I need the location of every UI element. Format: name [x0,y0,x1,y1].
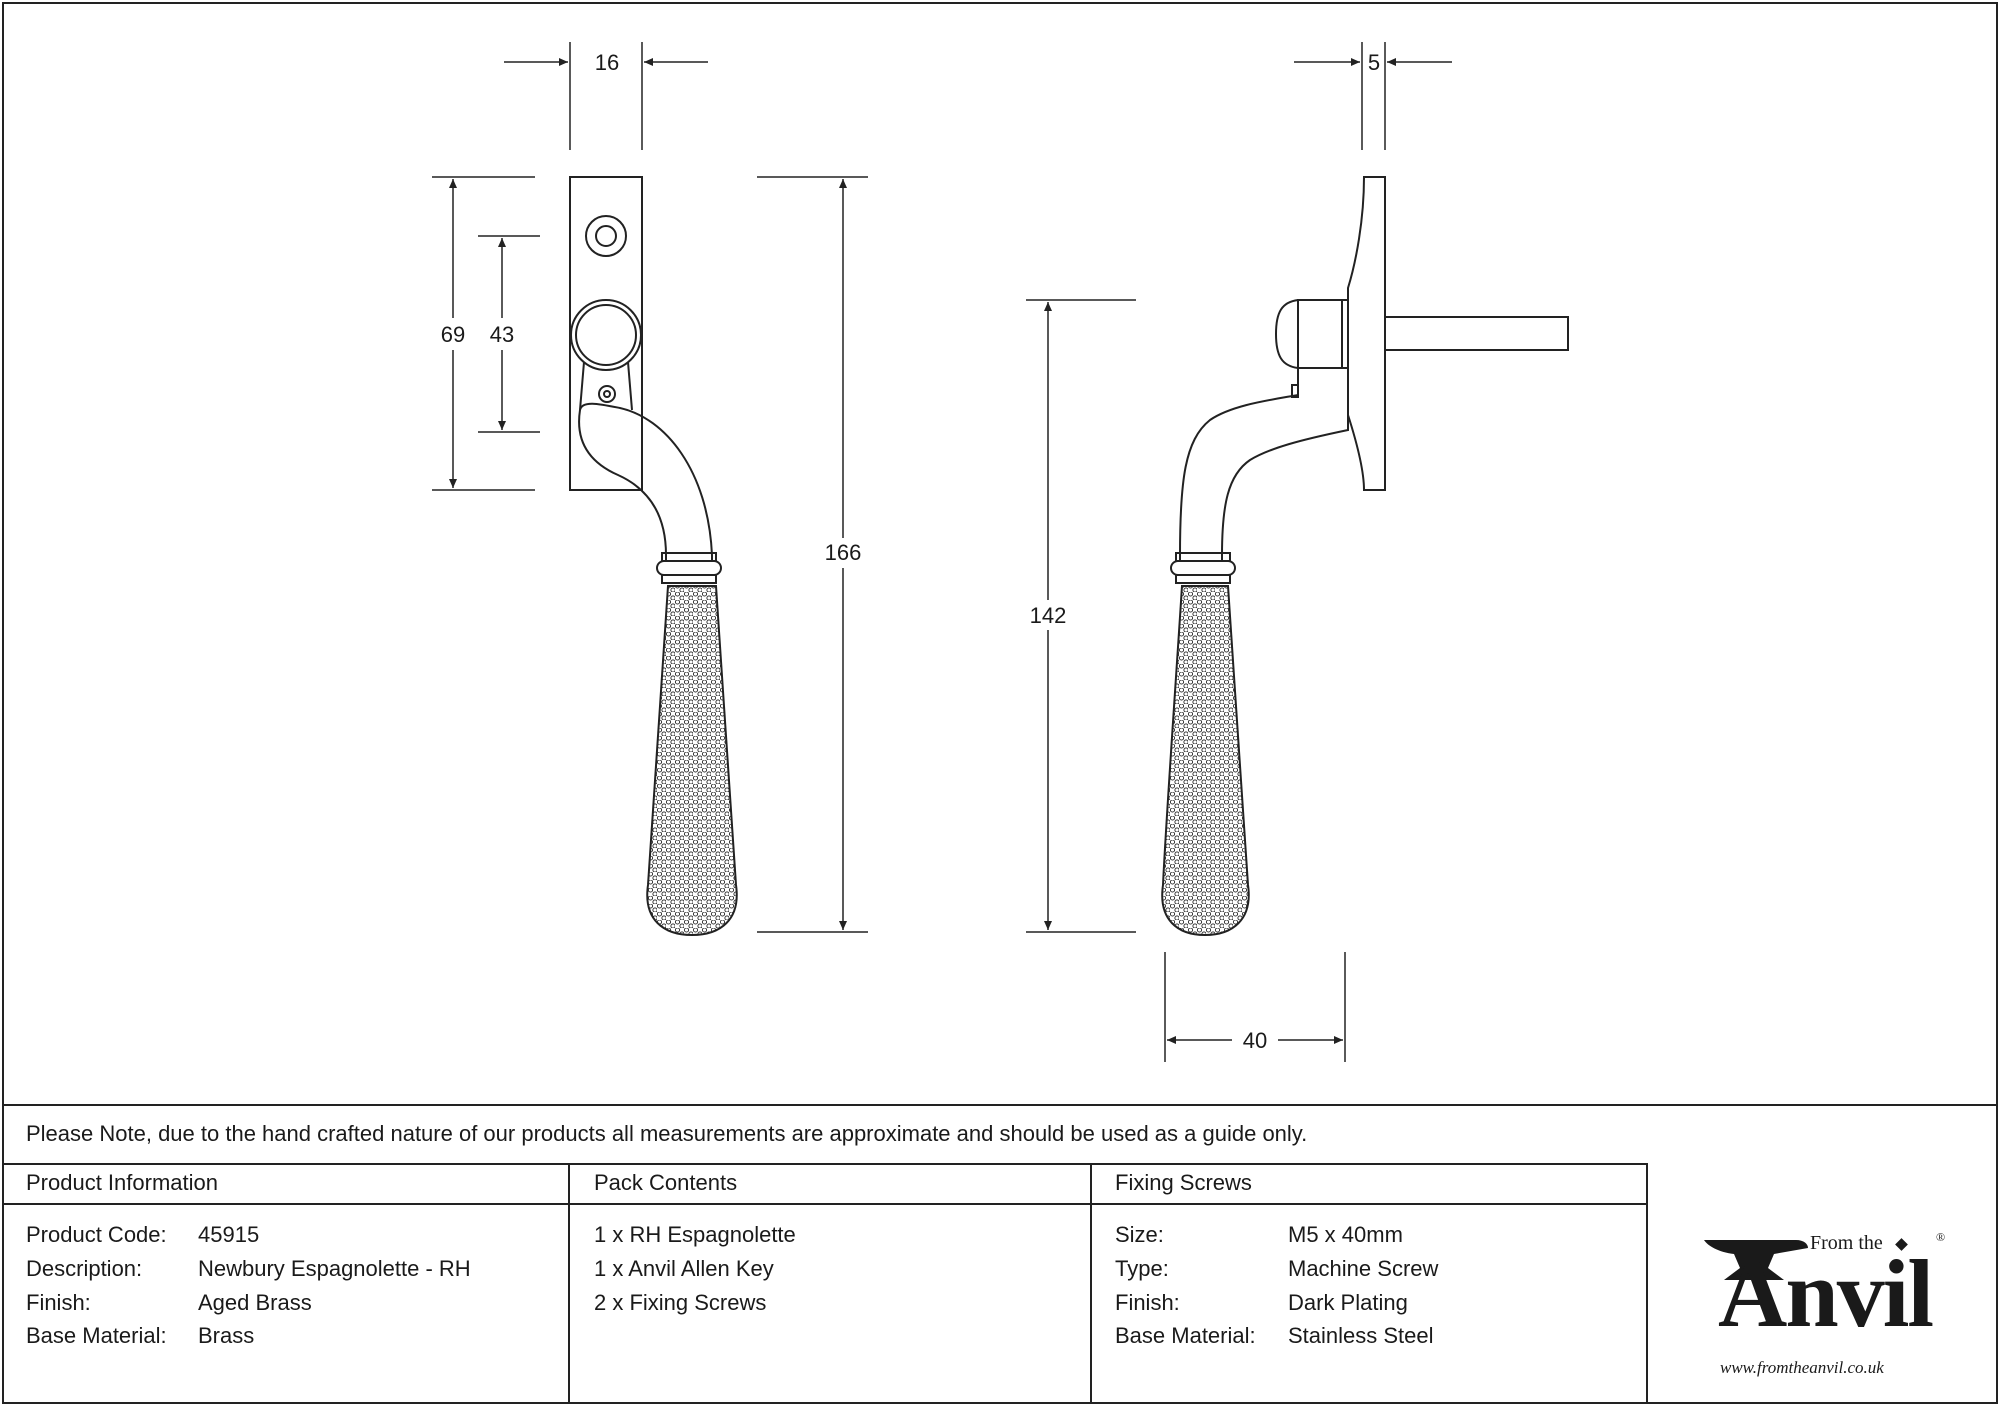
fixing-label: Size: [1115,1222,1164,1247]
product-info-heading: Product Information [26,1170,218,1195]
dim-166: 166 [825,540,862,565]
col-divider-logo [1646,1163,1648,1404]
fixing-value: Dark Plating [1288,1290,1408,1315]
from-the-anvil-logo: From the ® Anvil www.fromtheanvil.co.uk [1660,1210,1980,1390]
anvil-icon [1704,1240,1808,1280]
dim-69: 69 [441,322,465,347]
logo-url: www.fromtheanvil.co.uk [1720,1358,1884,1377]
col-divider-2 [1090,1163,1092,1404]
logo-from-the: From the [1810,1232,1883,1255]
side-rose-plate [1347,176,1386,491]
side-view [1161,176,1569,937]
fixing-value: Stainless Steel [1288,1323,1434,1348]
product-info-label: Finish: [26,1290,91,1315]
front-screw-hole [585,215,627,257]
front-view [569,176,738,937]
pack-contents-heading: Pack Contents [594,1170,738,1195]
fixing-screws-heading: Fixing Screws [1115,1170,1252,1195]
product-info-label: Base Material: [26,1323,167,1348]
front-backplate [569,176,643,491]
product-info-label: Description: [26,1256,143,1281]
dimension-lines [432,42,1452,1062]
pack-item: 1 x RH Espagnolette [594,1222,796,1247]
dim-40: 40 [1243,1028,1267,1053]
product-info-value: Aged Brass [198,1290,312,1315]
side-spindle [1384,316,1569,351]
dimension-labels: 16 5 69 43 166 142 40 [441,50,1380,1053]
dim-16: 16 [595,50,619,75]
side-hammered-grip [1161,585,1250,937]
fixing-value: Machine Screw [1288,1256,1439,1281]
logo-anvil-wordmark: Anvil [1718,1240,1934,1347]
dim-5: 5 [1368,50,1380,75]
fixing-label: Finish: [1115,1290,1180,1315]
side-boss [1297,299,1349,369]
side-lever-arm [1179,368,1349,560]
dim-43: 43 [490,322,514,347]
dim-142: 142 [1030,603,1067,628]
logo-from-the-text: From the [1810,1232,1883,1254]
technical-drawing: 16 5 69 43 166 142 40 [432,42,1569,1062]
pack-item: 1 x Anvil Allen Key [594,1256,774,1281]
logo-registered: ® [1936,1230,1946,1244]
front-spindle-boss [570,299,642,371]
heading-divider [2,1203,1648,1205]
product-info-label: Product Code: [26,1222,167,1247]
fixing-label: Type: [1115,1256,1169,1281]
product-info-value: Newbury Espagnolette - RH [198,1256,471,1281]
front-lever-arm [578,402,713,560]
product-info-value: 45915 [198,1222,260,1247]
product-info-value: Brass [198,1323,255,1348]
front-grub-screw [598,385,616,403]
fixing-value: M5 x 40mm [1288,1222,1403,1247]
fixing-label: Base Material: [1115,1323,1256,1348]
col-divider-1 [568,1163,570,1404]
table-top-border [2,1104,1998,1106]
note-divider [2,1163,1648,1165]
front-hammered-grip [646,585,738,937]
front-collar [661,552,717,562]
pack-item: 2 x Fixing Screws [594,1290,767,1315]
measurement-note: Please Note, due to the hand crafted nat… [26,1121,1308,1146]
